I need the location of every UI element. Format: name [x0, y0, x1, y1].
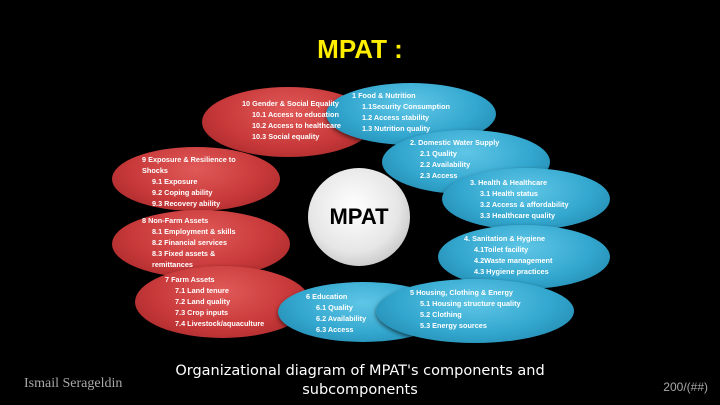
component-title: 1 Food & Nutrition: [352, 91, 416, 100]
subcomponent-item: 4.1Toilet facility: [474, 244, 529, 254]
subcomponent-item: 7.2 Land quality: [175, 296, 231, 306]
subcomponent-item: 7.4 Livestock/aquaculture: [175, 318, 265, 328]
subcomponent-item: 8.3 Fixed assets & remittances: [152, 248, 216, 269]
subcomponent-item: 3.1 Health status: [480, 188, 538, 198]
subcomponent-item: 9.1 Exposure: [152, 176, 198, 186]
subcomponent-item: 1.2 Access stability: [362, 112, 430, 122]
component-title: 2. Domestic Water Supply: [410, 138, 500, 147]
component-title: 4. Sanitation & Hygiene: [464, 234, 546, 243]
subcomponent-item: 5.2 Clothing: [420, 309, 462, 319]
subcomponent-item: 3.3 Healthcare quality: [480, 210, 556, 220]
subcomponent-item: 3.2 Access & affordability: [480, 199, 569, 209]
subcomponent-item: 7.3 Crop inputs: [175, 307, 229, 317]
subcomponent-item: 2.1 Quality: [420, 148, 457, 158]
subcomponent-item: 4.3 Hygiene practices: [474, 266, 549, 276]
diagram-caption: Organizational diagram of MPAT's compone…: [175, 363, 545, 398]
subcomponent-item: 8.1 Employment & skills: [152, 226, 236, 236]
center-label: MPAT: [329, 204, 389, 229]
component-title: 6 Education: [306, 292, 348, 301]
mpat-center-circle: MPAT: [308, 168, 410, 266]
subcomponent-item: 4.2Waste management: [474, 255, 553, 265]
subcomponent-item: 10.3 Social equality: [252, 131, 320, 141]
subcomponent-item: 5.1 Housing structure quality: [420, 298, 521, 308]
component-title: 5 Housing, Clothing & Energy: [410, 288, 513, 297]
component-title: 10 Gender & Social Equality: [242, 99, 339, 108]
subcomponent-item: 2.2 Availability: [420, 159, 471, 169]
subcomponent-item: 5.3 Energy sources: [420, 320, 487, 330]
subcomponent-item: 6.3 Access: [316, 324, 354, 334]
slide-title: MPAT :: [317, 34, 403, 64]
subcomponent-item: 7.1 Land tenure: [175, 285, 229, 295]
component-title: 7 Farm Assets: [165, 275, 215, 284]
subcomponent-item: 8.2 Financial services: [152, 237, 228, 247]
page-number: 200/(##): [663, 380, 708, 394]
subcomponent-item: 2.3 Access: [420, 170, 458, 180]
subcomponent-item: 1.1Security Consumption: [362, 101, 450, 111]
subcomponent-item: 9.2 Coping ability: [152, 187, 213, 197]
subcomponent-item: 9.3 Recovery ability: [152, 198, 221, 208]
subcomponent-item: 1.3 Nutrition quality: [362, 123, 431, 133]
subcomponent-item: 10.2 Access to healthcare: [252, 120, 341, 130]
subcomponent-item: 6.2 Availability: [316, 313, 367, 323]
component-title: 8 Non-Farm Assets: [142, 216, 209, 225]
subcomponent-item: 6.1 Quality: [316, 302, 353, 312]
subcomponent-item: 10.1 Access to education: [252, 109, 339, 119]
author-name: Ismail Serageldin: [24, 376, 123, 391]
component-title: 9 Exposure & Resilience to Shocks: [142, 155, 236, 175]
component-title: 3. Health & Healthcare: [470, 178, 548, 187]
